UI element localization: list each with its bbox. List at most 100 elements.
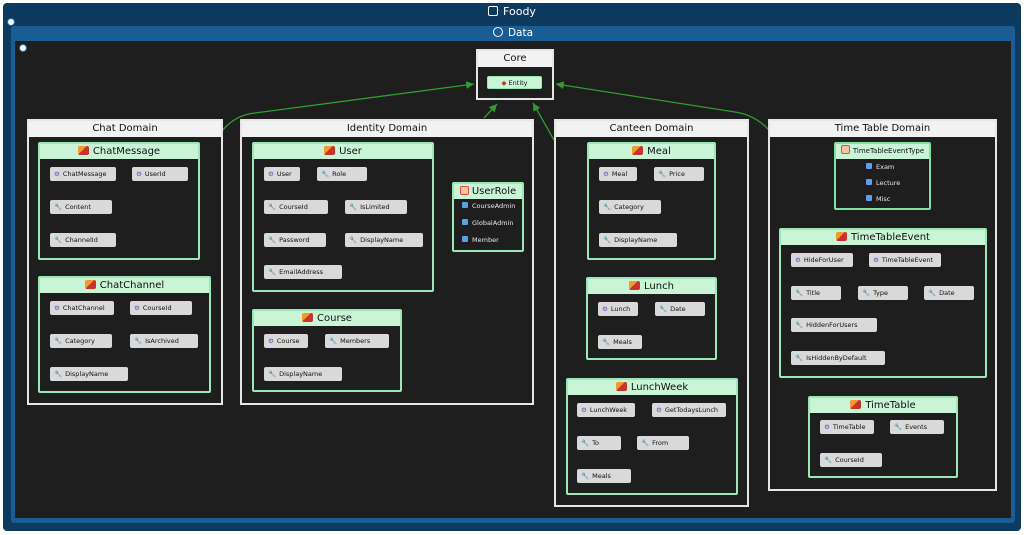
member-ishiddenbydefault[interactable]: 🔧IsHiddenByDefault [791,351,885,365]
member-timetableevent[interactable]: ⚙TimeTableEvent [869,253,941,267]
core-title: Core [478,51,552,67]
member-label: IsLimited [360,203,390,211]
member-members[interactable]: 🔧Members [325,334,389,348]
member-label: LunchWeek [589,406,628,414]
wrench-icon: 🔧 [268,370,277,378]
member-meals[interactable]: 🔧Meals [598,335,642,349]
member-courseid[interactable]: 🔧CourseId [264,200,328,214]
class-icon [84,280,96,289]
member-courseid[interactable]: 🔧CourseId [820,453,882,467]
method-icon: ⚙ [824,423,830,431]
member-channelid[interactable]: 🔧ChannelId [50,233,116,247]
enum-value-exam[interactable]: Exam [866,162,894,172]
member-chatmessage[interactable]: ⚙ChatMessage [50,167,116,181]
member-chatchannel[interactable]: ⚙ChatChannel [50,301,114,315]
enum-value-globaladmin[interactable]: GlobalAdmin [462,218,513,228]
wrench-icon: 🔧 [54,203,63,211]
member-lunch[interactable]: ⚙Lunch [598,302,638,316]
member-gettodayslunch[interactable]: ⚙GetTodaysLunch [652,403,726,417]
core-namespace[interactable]: Core [476,49,554,100]
member-lunchweek[interactable]: ⚙LunchWeek [577,403,635,417]
wrench-icon: 🔧 [928,289,937,297]
member-displayname[interactable]: 🔧DisplayName [599,233,677,247]
member-content[interactable]: 🔧Content [50,200,112,214]
member-label: ChannelId [65,236,98,244]
member-userid[interactable]: ⚙UserId [132,167,188,181]
wrench-icon: 🔧 [659,305,668,313]
member-label: Date [939,289,955,297]
entity-class[interactable]: ◆ Entity [487,76,542,89]
member-role[interactable]: 🔧Role [317,167,367,181]
member-course[interactable]: ⚙Course [264,334,308,348]
member-label: GetTodaysLunch [664,406,719,414]
method-icon: ⚙ [268,337,274,345]
wrench-icon: 🔧 [603,236,612,244]
collapse-data-icon[interactable] [19,44,27,52]
meal-title-text: Meal [647,146,671,157]
enum-value-label: GlobalAdmin [472,219,514,227]
wrench-icon: 🔧 [581,439,590,447]
member-timetable[interactable]: ⚙TimeTable [820,420,874,434]
timetable-class[interactable]: TimeTable [808,396,958,478]
lunchweek-title: LunchWeek [568,380,736,395]
timetableeventtype-title: TimeTableEventType [836,144,929,159]
member-category[interactable]: 🔧Category [50,334,112,348]
member-hiddenforusers[interactable]: 🔧HiddenForUsers [791,318,877,332]
member-user[interactable]: ⚙User [264,167,300,181]
member-date[interactable]: 🔧Date [924,286,974,300]
enum-value-misc[interactable]: Misc [866,194,890,204]
wrench-icon: 🔧 [268,236,277,244]
member-displayname[interactable]: 🔧DisplayName [50,367,128,381]
member-category[interactable]: 🔧Category [599,200,661,214]
class-icon [302,313,314,322]
timetableeventtype-enum[interactable]: TimeTableEventType [834,142,931,210]
member-from[interactable]: 🔧From [637,436,689,450]
namespace-icon [492,27,503,37]
member-displayname[interactable]: 🔧DisplayName [264,367,342,381]
collapse-foody-icon[interactable] [7,18,15,26]
enum-value-courseadmin[interactable]: CourseAdmin [462,201,515,211]
member-label: Category [65,337,95,345]
member-label: DisplayName [65,370,109,378]
member-label: CourseId [835,456,864,464]
identity-to-core-link [483,103,498,119]
member-meal[interactable]: ⚙Meal [599,167,637,181]
member-displayname[interactable]: 🔧DisplayName [345,233,423,247]
member-password[interactable]: 🔧Password [264,233,326,247]
member-date[interactable]: 🔧Date [655,302,705,316]
member-to[interactable]: 🔧To [577,436,621,450]
member-islimited[interactable]: 🔧IsLimited [345,200,407,214]
member-events[interactable]: 🔧Events [890,420,944,434]
enum-value-label: Misc [876,195,891,203]
member-type[interactable]: 🔧Type [858,286,908,300]
enum-icon [840,145,850,154]
enum-value-label: CourseAdmin [472,202,516,210]
wrench-icon: 🔧 [54,370,63,378]
member-price[interactable]: 🔧Price [654,167,704,181]
member-label: EmailAddress [279,268,324,276]
chatmessage-title: ChatMessage [40,144,198,159]
class-icon [629,281,641,290]
class-icon [324,146,336,155]
member-courseid[interactable]: ⚙CourseId [130,301,192,315]
method-icon: ⚙ [54,170,60,178]
member-emailaddress[interactable]: 🔧EmailAddress [264,265,342,279]
class-icon [615,382,627,391]
method-icon: ⚙ [268,170,274,178]
class-icon [836,232,847,241]
member-hideforuser[interactable]: ⚙HideForUser [791,253,853,267]
member-label: Price [669,170,685,178]
member-title[interactable]: 🔧Title [791,286,841,300]
member-meals[interactable]: 🔧Meals [577,469,631,483]
member-isarchived[interactable]: 🔧IsArchived [130,334,198,348]
lunch-title: Lunch [588,279,715,294]
enum-value-member[interactable]: Member [462,235,499,245]
enum-value-icon [462,219,468,225]
member-label: UserId [144,170,166,178]
foody-title: Foody [3,3,1021,20]
enum-value-lecture[interactable]: Lecture [866,178,900,188]
member-label: ChatChannel [62,304,105,312]
wrench-icon: 🔧 [268,203,277,211]
class-icon [850,400,862,409]
wrench-icon: 🔧 [641,439,650,447]
